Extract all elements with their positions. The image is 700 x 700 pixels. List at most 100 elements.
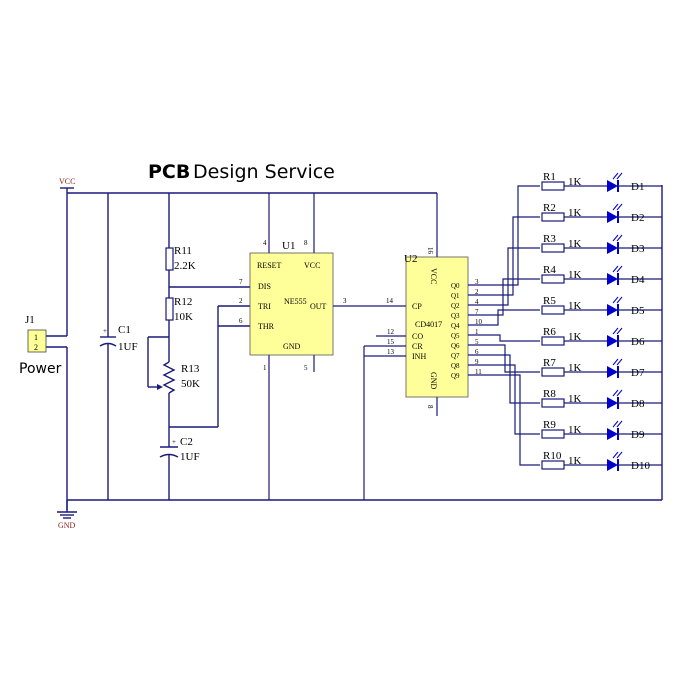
u2-output-pin-number: 4: [475, 298, 479, 306]
r13-value: 50K: [181, 378, 200, 390]
resistor-ref: R4: [543, 264, 556, 276]
u2-pinnum-vcc: 16: [426, 247, 434, 255]
resistor-value: 1K: [568, 362, 582, 374]
u1-pinnum-vcc: 8: [304, 239, 308, 247]
svg-text:+: +: [103, 327, 107, 335]
timing-network: R11 2.2K R12 10K R13 50K + C2 1UF: [147, 193, 200, 500]
u2-output-trace: [468, 309, 540, 326]
resistor-body: [541, 305, 565, 315]
led-arrow: [612, 296, 619, 304]
j1-pin2: 2: [34, 343, 38, 352]
vcc-rail-symbol: VCC: [59, 177, 75, 189]
u1-pin-dis: DIS: [258, 282, 271, 291]
resistor-value: 1K: [568, 238, 582, 250]
u2-pinnum-co: 12: [387, 328, 395, 336]
led-arrow: [616, 420, 623, 428]
led-arrow: [612, 172, 619, 180]
j1-pin1: 1: [34, 333, 38, 342]
r11-value: 2.2K: [174, 260, 196, 272]
u1-part: NE555: [284, 297, 307, 306]
u2-output-label: Q2: [451, 302, 460, 310]
resistor-body: [541, 460, 565, 470]
u2-output-label: Q7: [451, 352, 460, 360]
u2-output-label: Q9: [451, 372, 460, 380]
u1-pinnum-gnd-left: 1: [263, 364, 267, 372]
resistor-body: [541, 367, 565, 377]
u2-output-pin-number: 5: [475, 338, 479, 346]
ic-u1-ne555: U1 NE555 RESET VCC DIS TRI THR OUT GND 4…: [239, 193, 406, 500]
u1-pin-out: OUT: [310, 302, 327, 311]
led-arrow: [616, 296, 623, 304]
led-arrow: [616, 172, 623, 180]
led-ref: D7: [631, 367, 645, 379]
resistor-body: [541, 429, 565, 439]
u2-pin-gnd: GND: [429, 372, 438, 390]
resistor-body: [541, 274, 565, 284]
u1-pinnum-thr: 6: [239, 317, 243, 325]
u2-output-pin-number: 2: [475, 288, 479, 296]
u2-output-trace: [468, 247, 540, 306]
title-prefix: PCB: [148, 161, 190, 183]
u2-pin-inh: INH: [412, 352, 426, 361]
u2-ref: U2: [404, 253, 417, 265]
led-icon: [607, 242, 618, 254]
u2-output-pin-number: 10: [475, 318, 483, 326]
u2-output-label: Q8: [451, 362, 460, 370]
led-arrow: [616, 234, 623, 242]
u2-pin-cr: CR: [412, 342, 423, 351]
resistor-value: 1K: [568, 393, 582, 405]
ic-u2-cd4017: U2 CD4017 VCC GND CP CO CR INH 16 8 14 1…: [363, 185, 540, 500]
u2-output-trace: [468, 185, 540, 286]
c1-value: 1UF: [118, 341, 138, 353]
u2-pin-cp: CP: [412, 302, 422, 311]
u2-output-pin-number: 9: [475, 358, 479, 366]
resistor-value: 1K: [568, 176, 582, 188]
u1-pinnum-tri: 2: [239, 297, 243, 305]
resistor-value: 1K: [568, 269, 582, 281]
led-ref: D3: [631, 243, 645, 255]
u2-output-label: Q4: [451, 322, 460, 330]
resistor-ref: R6: [543, 326, 556, 338]
capacitor-c1: C1 1UF +: [99, 193, 138, 500]
resistor-ref: R2: [543, 202, 556, 214]
u1-pinnum-dis: 7: [239, 278, 243, 286]
c1-ref: C1: [118, 324, 131, 336]
u2-output-trace: [468, 354, 540, 404]
resistor-ref: R5: [543, 295, 556, 307]
u1-pinnum-gnd-right: 5: [304, 364, 308, 372]
r12-value: 10K: [174, 311, 193, 323]
u2-output-label: Q6: [451, 342, 460, 350]
gnd-symbol: GND: [57, 500, 77, 530]
led-arrow: [612, 358, 619, 366]
resistor-body: [541, 398, 565, 408]
led-ref: D8: [631, 398, 645, 410]
led-arrow: [612, 389, 619, 397]
gnd-label: GND: [58, 521, 76, 530]
u2-output-trace: [468, 344, 540, 373]
u2-output-label: Q3: [451, 312, 460, 320]
led-icon: [607, 459, 618, 471]
led-arrow: [612, 265, 619, 273]
j1-power-label: Power: [19, 361, 62, 377]
led-ref: D6: [631, 336, 645, 348]
u1-pin-tri: TRI: [258, 302, 271, 311]
u2-pinnum-cr: 15: [387, 338, 395, 346]
r12-ref: R12: [174, 296, 192, 308]
j1-ref: J1: [25, 314, 35, 326]
led-ref: D5: [631, 305, 645, 317]
led-icon: [607, 366, 618, 378]
led-ref: D2: [631, 212, 644, 224]
led-arrow: [616, 358, 623, 366]
c2-value: 1UF: [180, 451, 200, 463]
u2-output-q8: Q8 9: [451, 358, 540, 435]
u2-pin-co: CO: [412, 332, 423, 341]
